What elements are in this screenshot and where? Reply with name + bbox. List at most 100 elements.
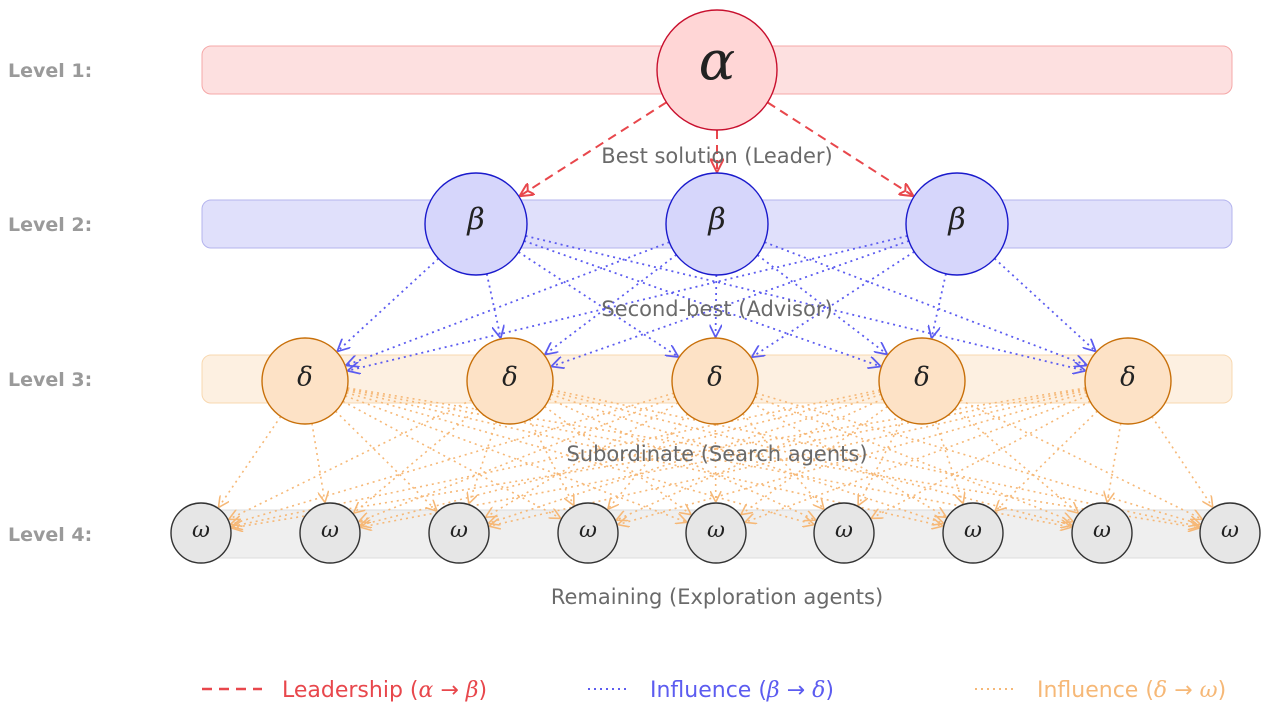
influence-delta-edge	[954, 408, 1078, 513]
influence-delta-edge	[551, 389, 1199, 527]
omega-node-symbol: ω	[1093, 518, 1111, 543]
delta-node-circle	[671, 337, 759, 425]
influence-delta-edge	[742, 413, 823, 509]
level-2-caption: Second-best (Advisor)	[601, 297, 832, 321]
delta-node: δ	[671, 337, 759, 425]
influence-beta-edge	[518, 251, 678, 356]
influence-delta-edge	[550, 393, 943, 523]
beta-node: β	[424, 172, 528, 276]
delta-node-circle	[466, 337, 554, 425]
influence-delta-edge	[742, 405, 888, 514]
omega-node-circle	[557, 502, 619, 564]
alpha-node-circle	[656, 9, 778, 131]
level-1-label: Level 1:	[8, 60, 92, 82]
omega-node-circle	[170, 502, 232, 564]
delta-node-symbol: δ	[297, 363, 313, 393]
omega-node-symbol: ω	[1221, 518, 1239, 543]
delta-node-circle	[261, 337, 349, 425]
influence-delta-edge	[872, 400, 1091, 518]
delta-node-circle	[1084, 337, 1172, 425]
influence-delta-edge	[345, 395, 686, 522]
omega-node-symbol: ω	[579, 518, 597, 543]
legend-leadership-label: Leadership (α → β)	[282, 678, 487, 703]
influence-delta-edge	[335, 410, 437, 510]
influence-delta-edge	[754, 395, 1072, 522]
omega-node-circle	[942, 502, 1004, 564]
omega-node-circle	[299, 502, 361, 564]
influence-beta-edge	[716, 274, 717, 336]
influence-delta-edge	[751, 402, 945, 517]
alpha-node: α	[656, 9, 778, 131]
influence-delta-edge	[354, 408, 478, 513]
influence-delta-edge	[756, 392, 1199, 524]
omega-node: ω	[685, 502, 747, 564]
influence-delta-edge	[609, 413, 689, 508]
alpha-node-symbol: α	[699, 30, 735, 93]
influence-delta-edge	[311, 423, 325, 501]
influence-delta-edge	[232, 392, 674, 524]
omega-node: ω	[428, 502, 490, 564]
beta-node-symbol: β	[466, 202, 484, 237]
influence-delta-edge	[1151, 416, 1212, 507]
influence-delta-omega-edges	[219, 387, 1212, 528]
beta-node-symbol: β	[947, 202, 965, 237]
influence-delta-edge	[1107, 423, 1122, 501]
influence-beta-delta-edges	[338, 235, 1095, 371]
omega-node: ω	[942, 502, 1004, 564]
influence-delta-edge	[219, 416, 282, 506]
beta-node: β	[665, 172, 769, 276]
omega-node: ω	[1199, 502, 1261, 564]
influence-delta-edge	[347, 388, 1070, 527]
influence-beta-edge	[753, 251, 915, 357]
influence-beta-edge	[932, 273, 947, 337]
influence-beta-edge	[993, 257, 1095, 350]
influence-delta-edge	[746, 395, 1088, 522]
leadership-edge	[766, 101, 912, 195]
beta-node: β	[905, 172, 1009, 276]
omega-node-symbol: ω	[964, 518, 982, 543]
delta-node-symbol: δ	[914, 363, 930, 393]
influence-delta-edge	[232, 389, 881, 527]
influence-delta-edge	[528, 418, 574, 504]
influence-delta-edge	[859, 418, 904, 504]
delta-node: δ	[261, 337, 349, 425]
beta-node-symbol: β	[707, 202, 725, 237]
influence-delta-edge	[996, 410, 1098, 510]
delta-node: δ	[466, 337, 554, 425]
legend-influence-beta-label: Influence (β → δ)	[650, 678, 834, 703]
omega-node: ω	[813, 502, 875, 564]
influence-beta-edge	[485, 273, 501, 337]
level-3-label: Level 3:	[8, 369, 92, 391]
leadership-edges	[521, 101, 913, 195]
omega-node: ω	[557, 502, 619, 564]
legend: Leadership (α → β) Influence (β → δ) Inf…	[202, 678, 1226, 703]
influence-delta-edge	[342, 400, 560, 518]
beta-node-circle	[905, 172, 1009, 276]
omega-node-symbol: ω	[707, 518, 725, 543]
level-2-label: Level 2:	[8, 214, 92, 236]
legend-influence-delta-label: Influence (δ → ω)	[1037, 678, 1226, 703]
delta-node-symbol: δ	[1120, 363, 1136, 393]
influence-delta-edge	[934, 421, 963, 503]
omega-node-symbol: ω	[450, 518, 468, 543]
influence-delta-edge	[960, 399, 1202, 519]
level-4-label: Level 4:	[8, 524, 92, 546]
level-3-caption: Subordinate (Search agents)	[566, 442, 867, 466]
delta-node-symbol: δ	[707, 363, 723, 393]
omega-node: ω	[1071, 502, 1133, 564]
omega-node-symbol: ω	[321, 518, 339, 543]
influence-delta-edge	[469, 421, 498, 503]
level-captions: Best solution (Leader) Second-best (Advi…	[551, 144, 883, 609]
omega-node-circle	[428, 502, 490, 564]
beta-node-circle	[665, 172, 769, 276]
level-4-caption: Remaining (Exploration agents)	[551, 585, 883, 609]
delta-node-circle	[878, 337, 966, 425]
omega-node-symbol: ω	[835, 518, 853, 543]
omega-node: ω	[299, 502, 361, 564]
omega-node-circle	[685, 502, 747, 564]
delta-node: δ	[1084, 337, 1172, 425]
influence-delta-edge	[548, 398, 815, 520]
influence-delta-edge	[617, 398, 884, 520]
